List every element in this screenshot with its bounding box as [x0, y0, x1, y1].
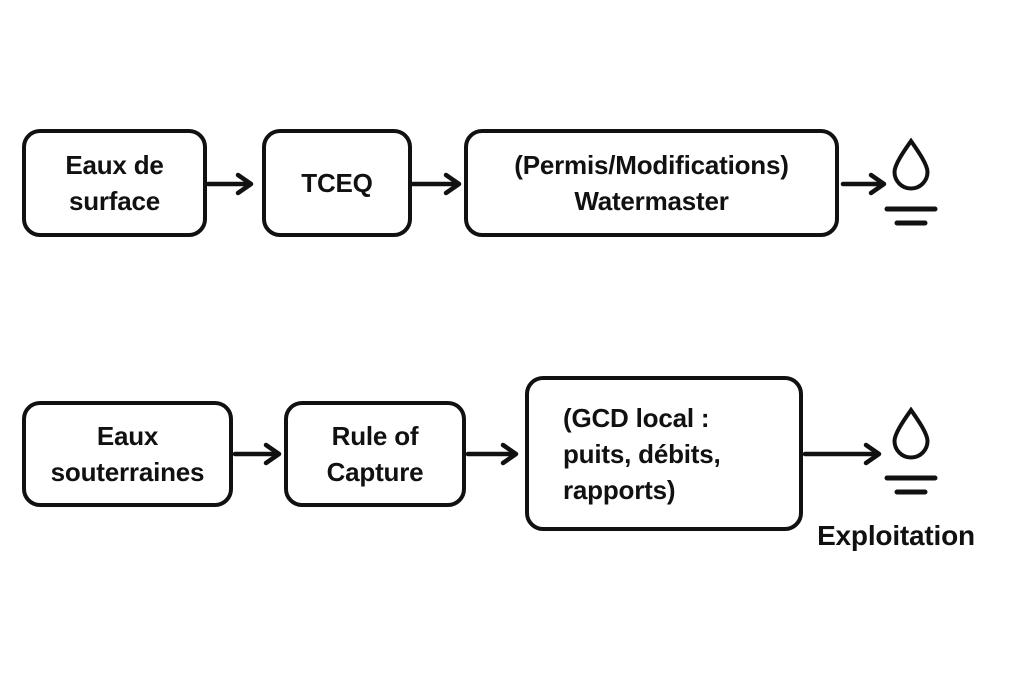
node-text: (Permis/Modifications) Watermaster: [514, 147, 789, 219]
node-text-line: Watermaster: [574, 186, 729, 216]
arrow-right-icon: [465, 442, 519, 466]
node-text-line: surface: [68, 186, 161, 216]
node-text: Eaux souterraines: [51, 418, 205, 490]
arrow-right-icon: [232, 442, 282, 466]
node-gcd-local: (GCD local : puits, débits, rapports): [525, 376, 803, 531]
arrow-right-icon: [840, 172, 887, 196]
node-text-line: Eaux de: [65, 150, 164, 180]
node-permis-watermaster: (Permis/Modifications) Watermaster: [464, 129, 839, 237]
node-text-line: Eaux: [96, 421, 159, 451]
exploitation-label: Exploitation: [817, 520, 975, 551]
node-text-line: Rule of: [331, 421, 419, 451]
water-drop-icon: [884, 138, 938, 226]
node-text-line: (Permis/Modifications): [514, 150, 789, 180]
node-eaux-souterraines: Eaux souterraines: [22, 401, 233, 507]
node-text-line: (GCD local :: [563, 402, 710, 433]
node-tceq: TCEQ: [262, 129, 412, 237]
node-text: Rule of Capture: [327, 418, 424, 490]
node-text-line: TCEQ: [301, 168, 373, 198]
arrow-right-icon: [802, 442, 882, 466]
node-rule-of-capture: Rule of Capture: [284, 401, 466, 507]
node-text-line: rapports): [563, 474, 676, 505]
node-text-line: Capture: [326, 457, 424, 487]
water-drop-icon: [884, 407, 938, 495]
node-text: Eaux de surface: [65, 147, 164, 219]
arrow-right-icon: [205, 172, 254, 196]
node-text-line: souterraines: [50, 457, 205, 487]
arrow-right-icon: [410, 172, 462, 196]
node-text-line: puits, débits,: [563, 438, 721, 469]
node-text: (GCD local : puits, débits, rapports): [563, 400, 721, 508]
node-eaux-de-surface: Eaux de surface: [22, 129, 207, 237]
node-text: TCEQ: [301, 165, 373, 201]
